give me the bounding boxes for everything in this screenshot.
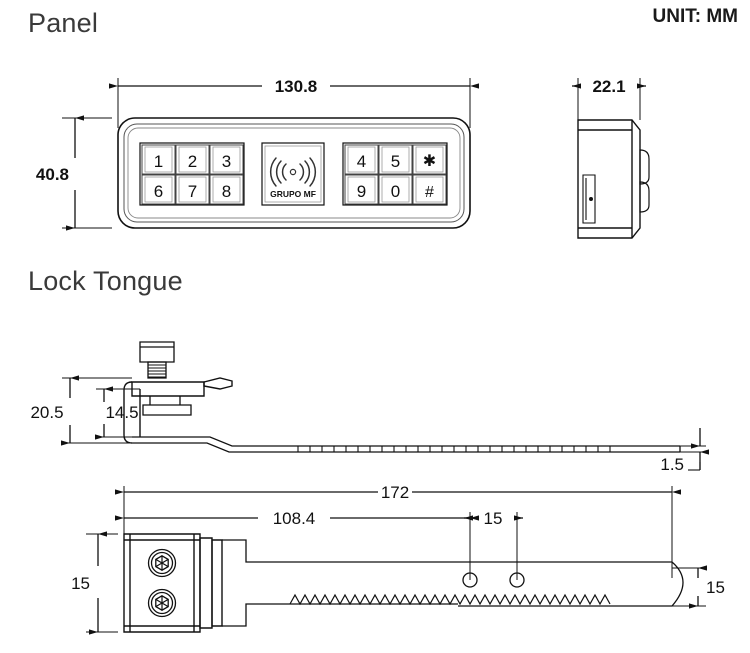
key-label: 5 — [391, 152, 400, 171]
plan-overall-length-dimension: 172 — [115, 483, 681, 502]
rfid-reader-area[interactable]: GRUPO MF — [261, 142, 325, 206]
key-label: 0 — [391, 182, 400, 201]
plan-first-hole-dimension: 108.4 — [115, 509, 479, 528]
plan-hole-spacing-dimension: 15 — [464, 509, 523, 528]
keypad-key[interactable]: 9 — [344, 174, 379, 205]
panel-width-value: 130.8 — [275, 77, 318, 96]
keypad-key[interactable]: 4 — [344, 144, 379, 175]
keypad-right[interactable]: 4 5 ✱ 9 — [342, 142, 448, 206]
key-label: 8 — [222, 182, 231, 201]
keypad-key-hash[interactable]: # — [412, 174, 447, 205]
panel-depth-value: 22.1 — [592, 77, 625, 96]
plan-overall-length-value: 172 — [381, 483, 409, 502]
key-label: ✱ — [423, 153, 436, 170]
key-label: 1 — [154, 152, 163, 171]
rfid-brand-label: GRUPO MF — [270, 189, 316, 199]
plan-extension-lines — [86, 486, 706, 633]
hole-icon — [462, 572, 478, 588]
plan-hole-spacing-value: 15 — [484, 509, 503, 528]
plan-first-hole-value: 108.4 — [273, 509, 316, 528]
plan-strap-teeth — [289, 593, 611, 606]
panel-height-value: 40.8 — [36, 165, 69, 184]
plan-head-height-dimension: 15 — [71, 531, 107, 635]
plan-head-screws — [147, 548, 177, 618]
panel-depth-dimension: 22.1 — [572, 77, 646, 96]
plan-tail-height-dimension: 15 — [689, 565, 725, 609]
lock-side-inner-height-dimension: 14.5 — [95, 386, 139, 440]
lock-tongue-side-view: 20.5 14.5 — [30, 341, 709, 474]
keypad-key[interactable]: 8 — [209, 174, 244, 205]
panel-side-view: 22.1 — [572, 77, 650, 239]
lock-screw-head — [139, 341, 175, 379]
panel-front-view: 130.8 40.8 1 — [36, 77, 479, 231]
plan-head-height-value: 15 — [71, 574, 90, 593]
key-label: 3 — [222, 152, 231, 171]
lock-strap-teeth-side — [297, 446, 611, 452]
lock-screw-thread — [148, 364, 166, 378]
key-label: 9 — [357, 182, 366, 201]
plan-strap-outline — [222, 539, 684, 627]
keypad-key[interactable]: 3 — [209, 144, 244, 175]
hex-screw-icon — [147, 588, 177, 618]
lock-side-outer-height-dimension: 20.5 — [30, 375, 79, 446]
rfid-wave-icon — [269, 157, 317, 187]
side-profile-outline — [577, 119, 641, 239]
lock-side-outer-height-value: 20.5 — [30, 403, 63, 422]
keypad-left[interactable]: 1 2 3 6 — [139, 142, 245, 206]
lock-strap-thickness-value: 1.5 — [660, 455, 684, 474]
panel-width-dimension: 130.8 — [109, 77, 479, 96]
key-label: 4 — [357, 152, 366, 171]
keypad-key[interactable]: 6 — [141, 174, 176, 205]
keypad-key[interactable]: 2 — [175, 144, 210, 175]
side-slot-detail — [582, 174, 596, 224]
unit-label: UNIT: MM — [652, 6, 738, 27]
lock-strap-thickness-dimension: 1.5 — [660, 428, 709, 474]
plan-mounting-holes — [462, 572, 525, 588]
side-latch-detail — [639, 149, 650, 213]
lock-washer-plate — [142, 396, 192, 416]
key-label: 6 — [154, 182, 163, 201]
plan-head-block — [123, 533, 223, 633]
lock-tongue-section-title: Lock Tongue — [28, 266, 183, 296]
keypad-key-asterisk[interactable]: ✱ — [412, 144, 447, 175]
keypad-key[interactable]: 5 — [378, 144, 413, 175]
lock-bracket-side-outline — [123, 377, 233, 444]
keypad-key[interactable]: 0 — [378, 174, 413, 205]
key-label: 2 — [188, 152, 197, 171]
panel-height-dimension: 40.8 — [36, 115, 84, 231]
panel-body-outline — [117, 117, 471, 229]
lock-tongue-plan-view: 172 108.4 15 15 — [71, 483, 725, 635]
key-label: # — [425, 184, 434, 201]
keypad-key[interactable]: 1 — [141, 144, 176, 175]
hole-icon — [509, 572, 525, 588]
plan-tail-height-value: 15 — [706, 578, 725, 597]
lock-side-inner-height-value: 14.5 — [105, 403, 138, 422]
panel-section-title: Panel — [28, 8, 99, 38]
keypad-key[interactable]: 7 — [175, 174, 210, 205]
hex-screw-icon — [147, 548, 177, 578]
key-label: 7 — [188, 182, 197, 201]
